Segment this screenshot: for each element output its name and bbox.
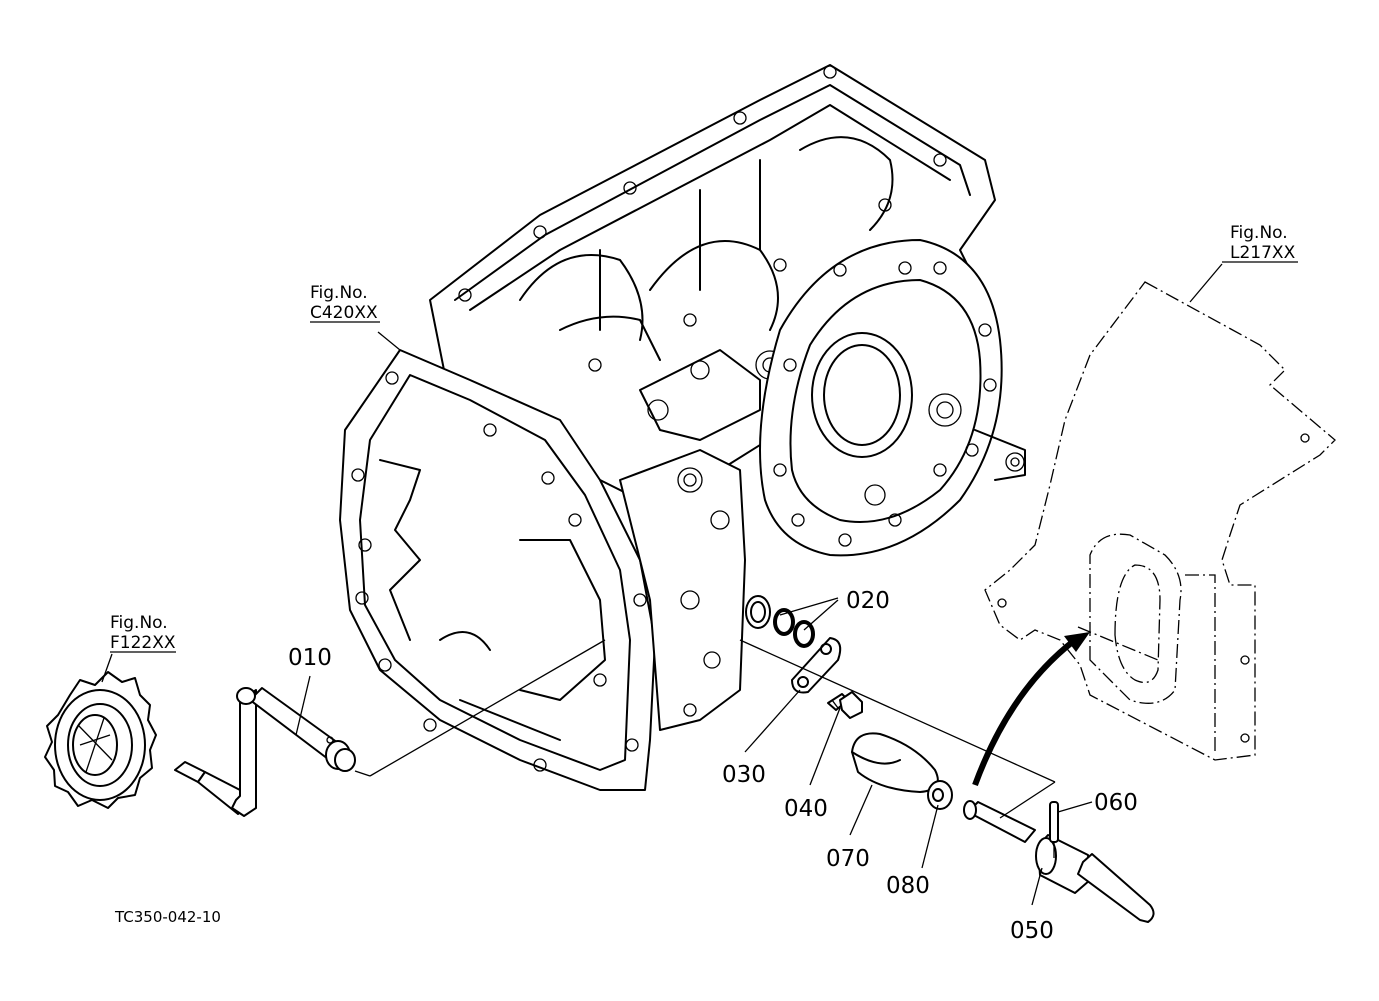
part-label-070: 070 (826, 846, 870, 872)
part-030-plate (791, 637, 842, 694)
fig-ref-f122-line1: Fig.No. (110, 613, 168, 633)
part-080-nut (927, 780, 953, 810)
fig-ref-l217-line2: L217XX (1230, 243, 1296, 263)
part-label-030: 030 (722, 762, 766, 788)
installation-arrow (972, 632, 1090, 787)
part-070-knob (851, 732, 939, 793)
part-050-rod (963, 800, 1155, 923)
figure-reference-labels: Fig.No. C420XX Fig.No. F122XX Fig.No. L2… (110, 223, 1296, 653)
part-label-020: 020 (846, 588, 890, 614)
bracket-plate (984, 281, 1336, 761)
rear-flange (759, 239, 1026, 557)
part-label-060: 060 (1094, 790, 1138, 816)
fig-ref-f122-line2: F122XX (110, 633, 176, 653)
part-label-010: 010 (288, 645, 332, 671)
part-060-pin (1049, 801, 1059, 858)
gear (44, 671, 157, 809)
fig-ref-c420-line2: C420XX (310, 303, 378, 323)
part-number-labels: 010 020 030 040 050 060 070 080 (288, 588, 1138, 944)
part-label-040: 040 (784, 796, 828, 822)
part-040-bolt (827, 691, 863, 719)
fig-ref-c420-line1: Fig.No. (310, 283, 368, 303)
part-label-080: 080 (886, 873, 930, 899)
leader-lines (101, 261, 1298, 906)
drawing-code: TC350-042-10 (114, 908, 221, 926)
part-020-o-rings (745, 595, 815, 648)
fig-ref-l217-line1: Fig.No. (1230, 223, 1288, 243)
part-label-050: 050 (1010, 918, 1054, 944)
part-010-shaft (174, 687, 371, 817)
